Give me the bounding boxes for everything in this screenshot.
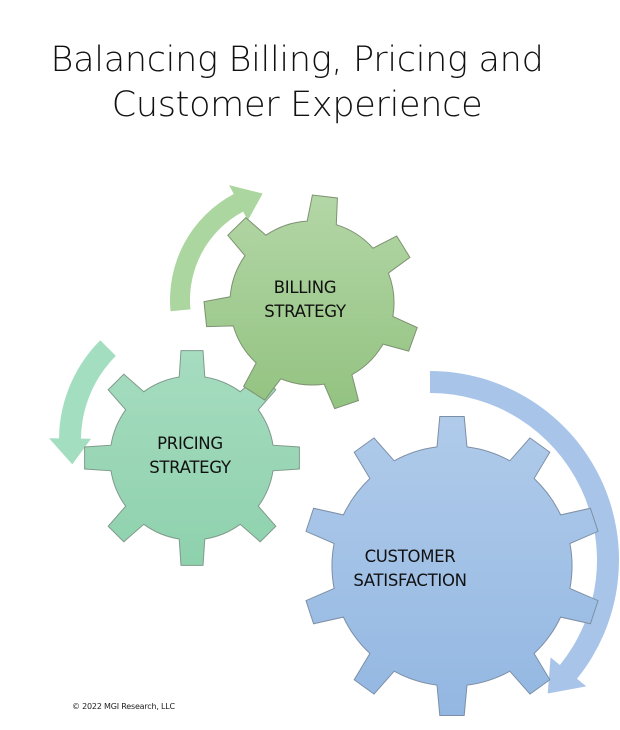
- title-line-2: Customer Experience: [111, 85, 483, 125]
- billing-label-line-1: BILLING: [273, 278, 337, 297]
- customer-label-line-2: SATISFACTION: [353, 571, 467, 590]
- pricing-strategy-label: PRICING STRATEGY: [135, 432, 245, 480]
- title-line-1: Balancing Billing, Pricing and: [50, 40, 544, 80]
- billing-strategy-gear: [203, 194, 418, 410]
- arrow-to-pricing-icon: [49, 340, 116, 465]
- pricing-strategy-gear: [84, 350, 300, 566]
- copyright-notice: © 2022 MGI Research, LLC: [72, 702, 175, 711]
- billing-strategy-label: BILLING STRATEGY: [250, 276, 360, 324]
- arrow-around-customer-icon: [430, 371, 619, 694]
- arrow-to-billing-icon: [169, 185, 263, 312]
- customer-satisfaction-label: CUSTOMER SATISFACTION: [330, 545, 490, 593]
- slide-title: Balancing Billing, Pricing and Customer …: [0, 38, 594, 128]
- pricing-label-line-1: PRICING: [157, 434, 223, 453]
- customer-label-line-1: CUSTOMER: [364, 547, 456, 566]
- billing-label-line-2: STRATEGY: [264, 302, 346, 321]
- pricing-label-line-2: STRATEGY: [149, 458, 231, 477]
- customer-satisfaction-gear: [305, 416, 599, 716]
